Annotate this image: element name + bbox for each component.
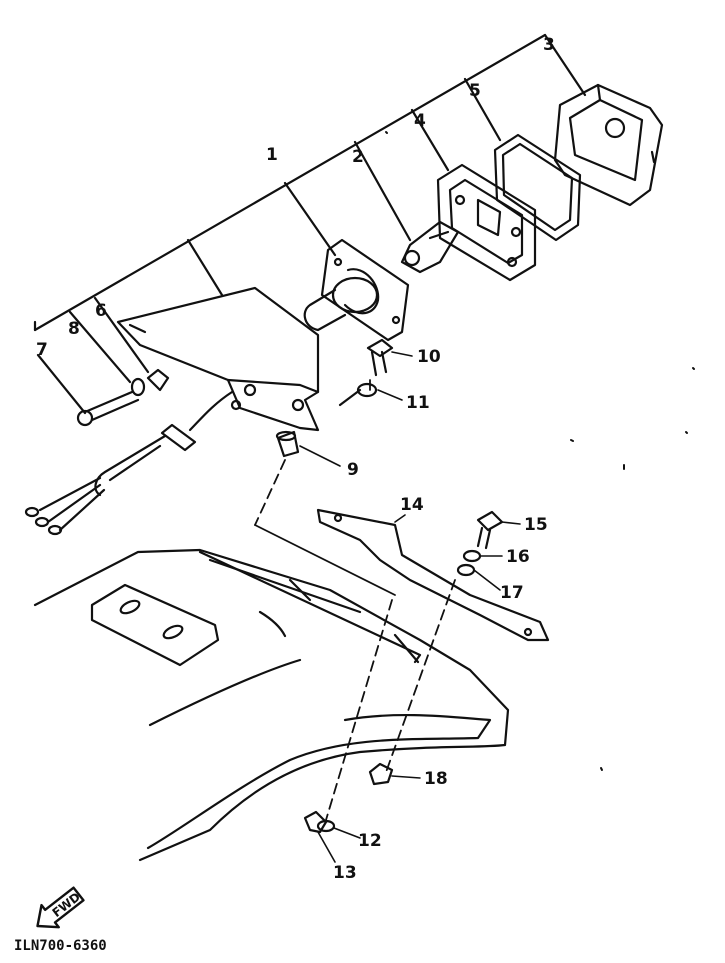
label-5: 5 [469, 81, 481, 101]
fender-slot-panel [90, 583, 220, 667]
part-4-housing [436, 163, 537, 282]
part-number-labels: 1 2 3 4 5 6 7 8 9 10 11 12 13 14 15 16 1… [36, 35, 555, 883]
part-1-taillight-base [303, 238, 410, 342]
part-11-nut [356, 382, 378, 398]
part-8-washer [130, 377, 146, 397]
label-16: 16 [506, 547, 530, 567]
label-2: 2 [352, 147, 364, 167]
label-17: 17 [500, 583, 524, 603]
fwd-arrow-icon: FWD [36, 886, 85, 929]
label-6: 6 [95, 301, 107, 321]
label-12: 12 [358, 831, 382, 851]
label-8: 8 [68, 319, 80, 339]
part-11-leader [338, 388, 362, 407]
part-6-bracket [116, 286, 320, 432]
assembly-line [254, 524, 396, 596]
part-9-collar [275, 430, 300, 458]
label-4: 4 [414, 111, 426, 131]
rear-fender [33, 548, 510, 862]
part-10-screw [366, 338, 394, 377]
reference-leader-bar [33, 33, 587, 415]
part-14-license-bracket [316, 508, 550, 642]
label-14: 14 [400, 495, 424, 515]
speck-marks [385, 131, 695, 771]
part-17-washer [456, 563, 476, 577]
label-18: 18 [424, 769, 448, 789]
part-13-nut [303, 810, 328, 834]
part-7-bolt [76, 390, 140, 427]
part-15-bolt [476, 510, 504, 550]
label-10: 10 [417, 347, 441, 367]
drawing-code: ILN700-6360 [14, 938, 107, 954]
label-leaders [299, 351, 521, 863]
spacer-sleeve [146, 368, 170, 392]
part-2-bulb-socket [400, 220, 460, 274]
label-3: 3 [543, 35, 555, 55]
label-7: 7 [36, 340, 48, 360]
assembly-dashed-lines [254, 379, 456, 821]
part-5-gasket [493, 133, 582, 242]
part-18-nut [368, 762, 394, 786]
part-3-lens [553, 83, 664, 207]
label-1: 1 [266, 145, 278, 165]
label-9: 9 [347, 460, 359, 480]
label-11: 11 [406, 393, 430, 413]
wire-harness [24, 390, 234, 536]
label-13: 13 [333, 863, 357, 883]
label-15: 15 [524, 515, 548, 535]
part-16-washer [462, 549, 482, 563]
